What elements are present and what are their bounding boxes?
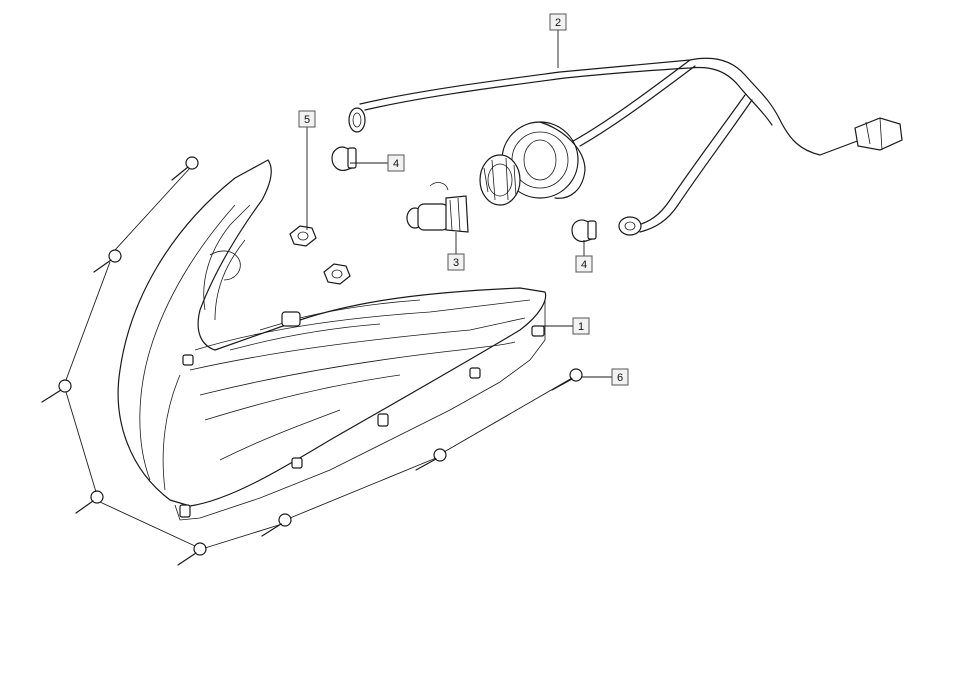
callout-3: 3 (447, 253, 465, 271)
nut-lower (323, 263, 351, 285)
leader-lines (306, 30, 612, 378)
screw-4 (75, 490, 104, 514)
callout-4-lower: 4 (575, 255, 593, 273)
callout-4-upper-text: 4 (393, 158, 399, 170)
callout-6-text: 6 (617, 372, 623, 384)
small-bulb-right (571, 219, 597, 243)
screw-3 (41, 379, 72, 403)
socket-boot (479, 121, 586, 206)
callout-1: 1 (572, 317, 590, 335)
callout-4-upper: 4 (387, 154, 405, 172)
small-bulb-left (331, 146, 357, 171)
callout-5: 5 (298, 110, 316, 128)
screw-1 (171, 156, 199, 181)
screw-6 (261, 513, 292, 537)
screws (41, 156, 583, 566)
callout-1-text: 1 (578, 321, 584, 333)
screw-5 (177, 542, 207, 566)
callout-3-text: 3 (453, 257, 459, 269)
screw-8 (551, 368, 583, 391)
callout-4-lower-text: 4 (581, 259, 587, 271)
screw-2 (93, 249, 122, 273)
callout-5-text: 5 (304, 114, 310, 126)
wiring-harness (348, 57, 903, 236)
main-bulb (406, 182, 469, 233)
headlight-housing (117, 159, 547, 521)
nut-upper (289, 225, 317, 247)
callout-2-text: 2 (555, 17, 561, 29)
screw-7 (415, 448, 447, 471)
callout-6: 6 (611, 368, 629, 386)
callout-2: 2 (549, 13, 567, 31)
